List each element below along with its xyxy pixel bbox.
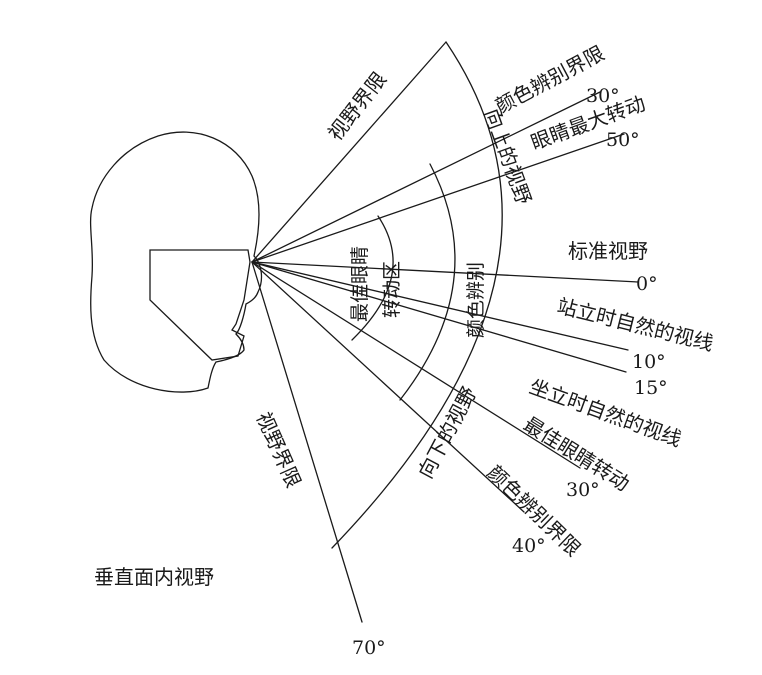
downward-view-label: 向下的视野	[413, 383, 481, 483]
angle-10: 10°	[632, 351, 666, 373]
sight-lines	[251, 41, 639, 623]
upward-view-label: 向上的视野	[479, 106, 536, 208]
standing-sightline-label: 站立时自然的视线	[555, 294, 716, 356]
standard-view-label: 标准视野	[568, 239, 648, 263]
angle-30-down: 30°	[566, 479, 600, 501]
head-outline	[89, 131, 263, 393]
color-discrimination-arc	[399, 163, 456, 401]
field-limit-upper-label: 视野界限	[323, 67, 391, 145]
optimal-eye-zone-label-2: 转动区	[381, 261, 403, 318]
face-profile	[149, 249, 251, 361]
color-discrimination-label: 颜色辨别	[465, 262, 487, 338]
angle-15: 15°	[634, 377, 668, 399]
field-limit-arc	[331, 41, 503, 549]
angle-0: 0°	[636, 273, 658, 295]
diagram-title: 垂直面内视野	[94, 565, 214, 589]
angle-40-down: 40°	[512, 535, 546, 557]
angle-70-down: 70°	[352, 637, 386, 659]
angle-30-up: 30°	[586, 85, 620, 107]
field-limit-lower-label: 视野界限	[251, 408, 305, 491]
optimal-eye-zone-label: 最佳眼睛	[349, 246, 371, 322]
angle-50-up: 50°	[606, 129, 640, 151]
optimal-zone-arc	[351, 215, 394, 341]
